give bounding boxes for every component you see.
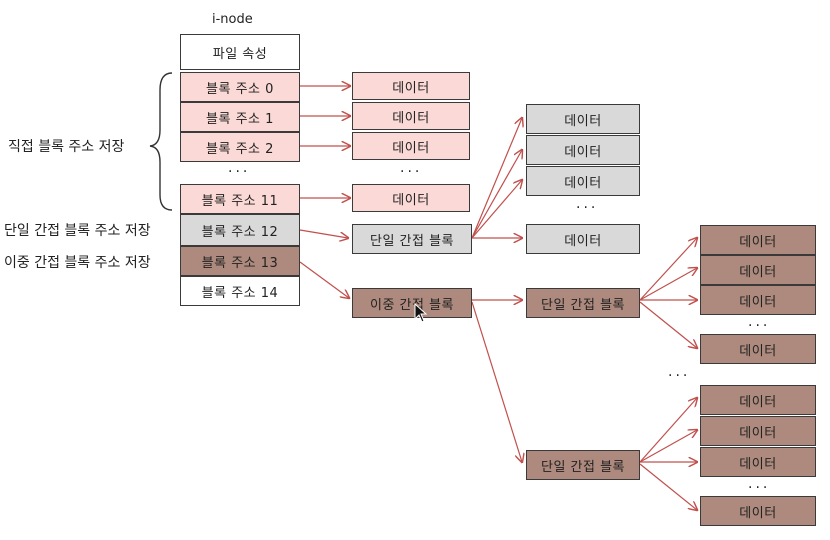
inode-addr-11: 블록 주소 11 [180,184,300,214]
label-double-indirect: 이중 간접 블록 주소 저장 [4,255,151,271]
double-b-ellipsis: ... [748,476,771,492]
data-block-double-b-last: 데이터 [700,496,816,526]
single-indirect-block: 단일 간접 블록 [352,224,472,254]
data-block-single-2: 데이터 [526,166,640,196]
data-block-direct-1: 데이터 [352,102,470,130]
data-block-double-a2: 데이터 [700,285,816,315]
data-block-direct-0: 데이터 [352,72,470,100]
direct-brace [149,72,173,211]
label-single-indirect: 단일 간접 블록 주소 저장 [4,223,151,239]
double-indirect-block: 이중 간접 블록 [352,288,472,318]
inode-addr-13: 블록 주소 13 [180,246,300,276]
inode-ellipsis: ... [228,160,251,176]
data-block-single-last: 데이터 [526,224,640,254]
data-block-double-b2: 데이터 [700,447,816,477]
inode-addr-1: 블록 주소 1 [180,102,300,132]
double-child-single-indirect-2: 단일 간접 블록 [526,450,640,480]
arrow-addr13 [299,261,349,298]
data-block-double-b1: 데이터 [700,416,816,446]
double-child-ellipsis: ... [668,364,691,380]
mouse-cursor-icon [414,303,428,323]
inode-addr-14: 블록 주소 14 [180,276,300,306]
direct-data-ellipsis: ... [400,160,423,176]
arrow-addr12 [299,229,348,238]
single-data-ellipsis: ... [576,196,599,212]
data-block-double-a0: 데이터 [700,225,816,255]
inode-addr-12: 블록 주소 12 [180,214,300,246]
data-block-single-1: 데이터 [526,135,640,165]
inode-file-attr: 파일 속성 [180,34,300,70]
label-direct: 직접 블록 주소 저장 [8,139,125,155]
inode-addr-2: 블록 주소 2 [180,132,300,162]
double-child-single-indirect-1: 단일 간접 블록 [526,288,640,318]
double-a-ellipsis: ... [748,314,771,330]
data-block-double-a-last: 데이터 [700,334,816,364]
data-block-single-0: 데이터 [526,104,640,134]
data-block-direct-11: 데이터 [352,184,470,212]
data-block-direct-2: 데이터 [352,132,470,160]
inode-title: i-node [212,12,253,27]
data-block-double-b0: 데이터 [700,385,816,415]
data-block-double-a1: 데이터 [700,255,816,285]
inode-addr-0: 블록 주소 0 [180,72,300,102]
